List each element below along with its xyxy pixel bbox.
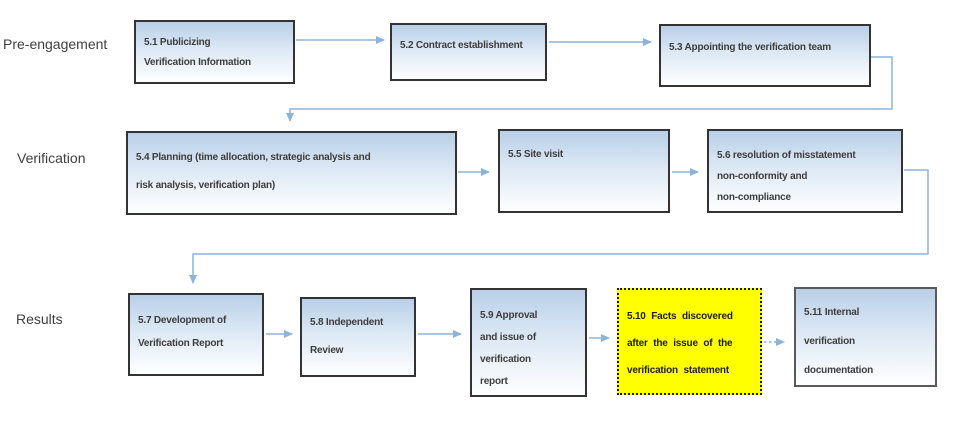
step-text-line: documentation bbox=[804, 365, 874, 376]
step-text: 5.8 Independent Review bbox=[302, 299, 414, 365]
step-text: 5.1 Publicizing Verification Information bbox=[136, 22, 293, 73]
step-box-5-2: 5.2 Contract establishment bbox=[390, 23, 547, 81]
step-text-line: 5.11 Internal bbox=[804, 307, 860, 318]
step-box-5-1: 5.1 Publicizing Verification Information bbox=[134, 20, 295, 84]
step-text-line: 5.1 Publicizing bbox=[144, 37, 211, 48]
step-text: 5.10 Facts discovered after the issue of… bbox=[619, 290, 760, 384]
step-text: 5.9 Approval and issue of verification r… bbox=[472, 290, 585, 393]
step-box-5-9: 5.9 Approval and issue of verification r… bbox=[470, 288, 587, 397]
step-text: 5.6 resolution of misstatement non-confo… bbox=[709, 131, 901, 208]
step-text-line: 5.8 Independent bbox=[310, 317, 384, 328]
step-text-line: verification statement bbox=[627, 365, 729, 376]
step-box-5-10-highlighted: 5.10 Facts discovered after the issue of… bbox=[617, 288, 762, 395]
step-text-line: verification bbox=[804, 336, 855, 347]
step-text: 5.5 Site visit bbox=[500, 131, 668, 169]
step-text-line: Verification Report bbox=[138, 338, 224, 349]
step-text-line: 5.7 Development of bbox=[138, 315, 227, 326]
step-text-line: Verification Information bbox=[144, 57, 251, 68]
step-text: 5.3 Appointing the verification team bbox=[661, 26, 869, 58]
step-box-5-5: 5.5 Site visit bbox=[498, 129, 670, 213]
step-box-5-4: 5.4 Planning (time allocation, strategic… bbox=[126, 131, 457, 215]
step-text-line: 5.10 Facts discovered bbox=[627, 311, 733, 322]
step-text: 5.11 Internal verification documentation bbox=[796, 289, 935, 385]
step-text-line: 5.4 Planning (time allocation, strategic… bbox=[136, 152, 371, 163]
step-text-line: risk analysis, verification plan) bbox=[136, 180, 276, 191]
step-text-line: 5.2 Contract establishment bbox=[400, 40, 523, 51]
step-text-line: 5.5 Site visit bbox=[508, 149, 564, 160]
step-text-line: non-compliance bbox=[717, 192, 791, 203]
step-box-5-6: 5.6 resolution of misstatement non-confo… bbox=[707, 129, 903, 213]
step-text-line: and issue of bbox=[480, 332, 536, 343]
step-box-5-3: 5.3 Appointing the verification team bbox=[659, 24, 871, 87]
step-text-line: 5.3 Appointing the verification team bbox=[669, 42, 831, 53]
step-box-5-7: 5.7 Development of Verification Report bbox=[128, 293, 264, 376]
step-text: 5.2 Contract establishment bbox=[392, 25, 545, 56]
step-text: 5.4 Planning (time allocation, strategic… bbox=[128, 133, 455, 200]
row-label-verification: Verification bbox=[17, 150, 86, 166]
step-text-line: verification bbox=[480, 354, 531, 365]
step-text-line: report bbox=[480, 376, 508, 387]
step-text-line: Review bbox=[310, 345, 344, 356]
step-text-line: after the issue of the bbox=[627, 338, 733, 349]
step-text-line: 5.9 Approval bbox=[480, 310, 538, 321]
step-text-line: 5.6 resolution of misstatement bbox=[717, 150, 856, 161]
step-text: 5.7 Development of Verification Report bbox=[130, 295, 262, 355]
row-label-pre-engagement: Pre-engagement bbox=[3, 36, 108, 52]
row-label-results: Results bbox=[16, 311, 63, 327]
step-box-5-11: 5.11 Internal verification documentation bbox=[794, 287, 937, 387]
step-box-5-8: 5.8 Independent Review bbox=[300, 297, 416, 377]
step-text-line: non-conformity and bbox=[717, 171, 808, 182]
